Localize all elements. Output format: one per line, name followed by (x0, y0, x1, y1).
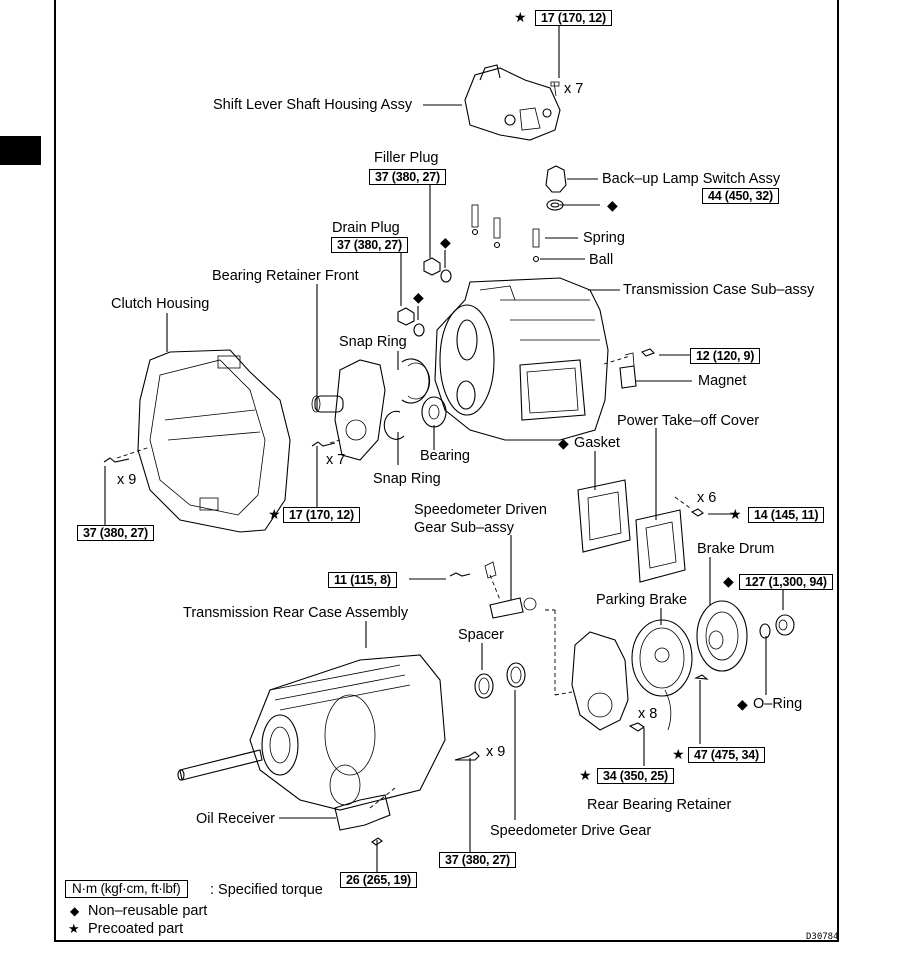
section-tab-marker (0, 136, 41, 165)
label-back-up-lamp-switch: Back–up Lamp Switch Assy (602, 171, 781, 187)
label-oil-receiver: Oil Receiver (196, 811, 275, 827)
torque-parking-brake-bolt: 47 (475, 34) (688, 747, 766, 763)
precoated-star-icon: ★ (729, 506, 742, 522)
precoated-star-icon: ★ (579, 767, 592, 783)
non-reusable-icon: ◆ (440, 234, 451, 250)
precoated-star-icon: ★ (268, 506, 281, 522)
torque-rear-retainer-bolt: 34 (350, 25) (597, 768, 675, 784)
non-reusable-icon: ◆ (413, 289, 424, 305)
diagram-code: D30784 (806, 932, 839, 942)
torque-oil-receiver-bolt: 26 (265, 19) (340, 872, 418, 888)
qty-pto-cover-bolts: x 6 (697, 490, 717, 506)
clutch-housing-drawing (103, 349, 291, 533)
torque-brake-drum-nut: 127 (1,300, 94) (739, 574, 833, 590)
torque-pto-cover-bolt: 14 (145, 11) (748, 507, 825, 523)
legend-precoated-icon: ★ (68, 921, 80, 936)
label-snap-ring-upper: Snap Ring (339, 334, 407, 350)
qty-shift-housing-bolts: x 7 (564, 81, 584, 97)
spacer-drawing (474, 662, 526, 699)
label-spacer: Spacer (458, 627, 504, 643)
label-speedometer-drive-gear: Speedometer Drive Gear (490, 823, 652, 839)
label-speedometer-driven-gear-2: Gear Sub–assy (414, 520, 514, 536)
label-spring: Spring (583, 230, 625, 246)
torque-back-up-lamp-switch: 44 (450, 32) (702, 188, 780, 204)
shift-lever-housing-drawing (464, 64, 561, 141)
label-magnet: Magnet (698, 373, 747, 389)
non-reusable-icon: ◆ (558, 435, 569, 451)
qty-rear-retainer-bolts: x 8 (638, 706, 658, 722)
pto-cover-drawing (635, 508, 704, 583)
transmission-rear-case-drawing (177, 654, 480, 811)
torque-speedo-driven-bolt: 11 (115, 8) (328, 572, 397, 588)
label-filler-plug: Filler Plug (374, 150, 439, 166)
transmission-case-drawing (434, 277, 609, 441)
qty-bearing-retainer-bolts: x 7 (326, 452, 346, 468)
brake-drum-drawing (694, 600, 748, 680)
back-up-lamp-switch-drawing (545, 165, 567, 211)
speedometer-driven-gear-drawing (449, 561, 537, 619)
springs-and-balls-drawing (471, 204, 540, 263)
label-shift-lever-shaft-housing: Shift Lever Shaft Housing Assy (213, 97, 413, 113)
non-reusable-icon: ◆ (723, 573, 734, 589)
qty-clutch-housing-bolts: x 9 (117, 472, 137, 488)
label-bearing: Bearing (420, 448, 470, 464)
legend-non-reusable-icon: ◆ (70, 904, 80, 918)
leader-lines (104, 25, 784, 872)
torque-filler-plug: 37 (380, 27) (369, 169, 447, 185)
legend-non-reusable-text: Non–reusable part (88, 903, 208, 919)
snap-rings-bearing-drawing (383, 358, 447, 440)
torque-magnet-bolt: 12 (120, 9) (690, 348, 761, 364)
qty-rear-case-bolts: x 9 (486, 744, 506, 760)
label-o-ring: O–Ring (753, 696, 803, 712)
label-drain-plug: Drain Plug (332, 220, 400, 236)
torque-bearing-retainer-bolt: 17 (170, 12) (283, 507, 361, 523)
rear-bearing-retainer-drawing (571, 631, 645, 732)
magnet-drawing (619, 348, 655, 389)
legend-precoated-text: Precoated part (88, 921, 184, 937)
torque-clutch-housing-bolt: 37 (380, 27) (77, 525, 155, 541)
label-rear-bearing-retainer: Rear Bearing Retainer (587, 797, 732, 813)
precoated-star-icon: ★ (672, 746, 685, 762)
label-speedometer-driven-gear-1: Speedometer Driven (414, 502, 547, 518)
o-ring-nut-drawing (759, 614, 795, 639)
label-transmission-rear-case: Transmission Rear Case Assembly (183, 605, 409, 621)
label-parking-brake: Parking Brake (596, 592, 688, 608)
label-power-takeoff-cover: Power Take–off Cover (617, 413, 760, 429)
alignment-lines (116, 355, 691, 809)
label-brake-drum: Brake Drum (697, 541, 775, 557)
torque-shift-housing-bolt: 17 (170, 12) (535, 10, 613, 26)
non-reusable-icon: ◆ (737, 696, 748, 712)
label-gasket: Gasket (574, 435, 620, 451)
label-ball: Ball (589, 252, 614, 268)
non-reusable-icon: ◆ (607, 197, 618, 213)
bearing-retainer-front-drawing (311, 359, 386, 461)
oil-receiver-drawing (334, 794, 391, 846)
gasket-drawing (577, 479, 631, 553)
legend-torque-unit: N·m (kgf·cm, ft·lbf) (65, 880, 188, 898)
label-transmission-case: Transmission Case Sub–assy (623, 282, 815, 298)
parking-brake-drawing (631, 619, 693, 731)
torque-drain-plug: 37 (380, 27) (331, 237, 409, 253)
label-bearing-retainer-front: Bearing Retainer Front (212, 268, 359, 284)
torque-rear-case-bolt: 37 (380, 27) (439, 852, 517, 868)
label-clutch-housing: Clutch Housing (111, 296, 210, 312)
plugs-drawing (397, 257, 452, 337)
label-snap-ring-lower: Snap Ring (373, 471, 441, 487)
precoated-star-icon: ★ (514, 9, 527, 25)
legend-torque-desc: : Specified torque (210, 882, 323, 898)
diagram-frame (54, 0, 839, 942)
